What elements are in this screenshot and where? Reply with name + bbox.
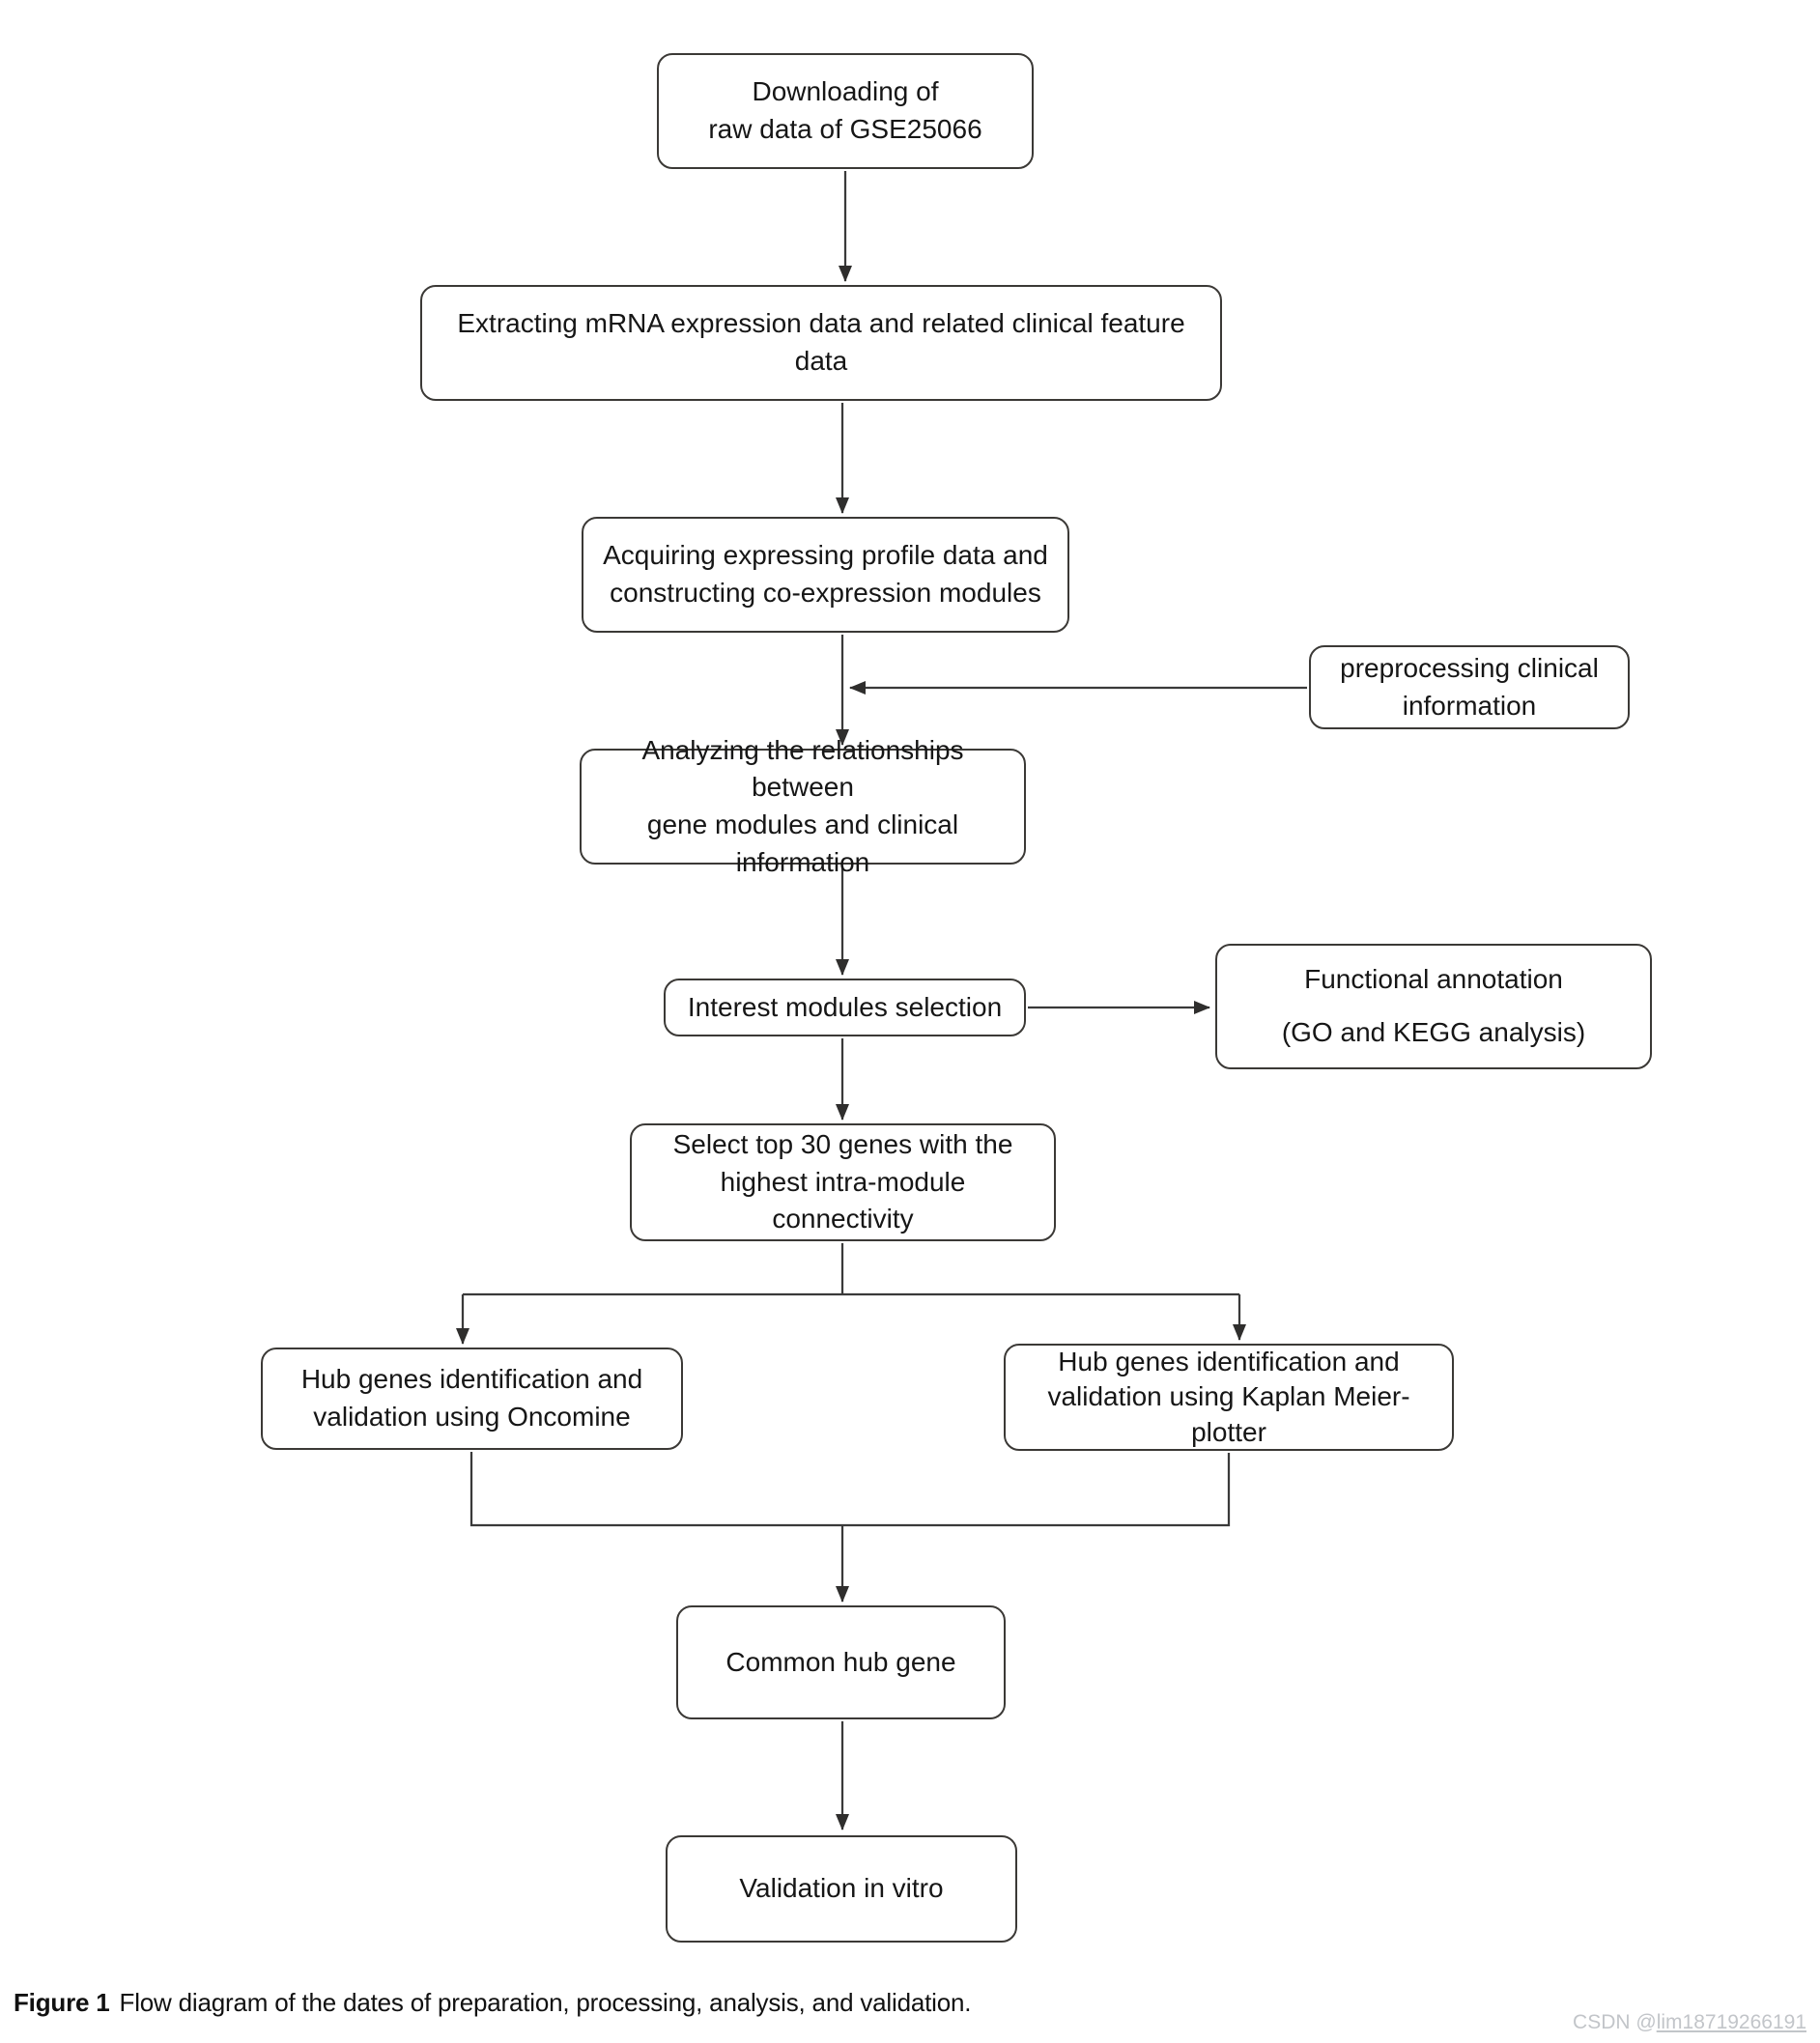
merge-line-hub-genes: [469, 1452, 1231, 1527]
node-label: Hub genes identification and validation …: [300, 1364, 643, 1432]
split-line-select30: [463, 1243, 1239, 1296]
node-analyzing-relationships: Analyzing the relationships between gene…: [580, 735, 1026, 877]
figure-caption: Figure 1 Flow diagram of the dates of pre…: [14, 1988, 971, 2018]
watermark-username: lim18719266191: [1656, 2011, 1806, 2033]
node-validation-in-vitro: Validation in vitro: [666, 1835, 1017, 1943]
node-label: Extracting mRNA expression data and rela…: [457, 308, 1185, 376]
node-acquiring-expression-profile: Acquiring expressing profile data and co…: [582, 517, 1069, 633]
node-label-line2: (GO and KEGG analysis): [1281, 1017, 1586, 1047]
node-extracting-mrna-data: Extracting mRNA expression data and rela…: [420, 285, 1222, 401]
node-interest-modules-selection: Interest modules selection: [664, 979, 1026, 1036]
csdn-watermark: CSDN @lim18719266191: [1573, 2011, 1806, 2034]
node-label: Common hub gene: [725, 1646, 956, 1677]
node-label: Acquiring expressing profile data and co…: [603, 540, 1048, 608]
figure-caption-label: Figure 1: [14, 1988, 110, 2017]
node-functional-annotation: Functional annotation (GO and KEGG analy…: [1215, 944, 1652, 1069]
node-hub-genes-oncomine: Hub genes identification and validation …: [261, 1348, 683, 1450]
node-label: Interest modules selection: [687, 991, 1003, 1022]
node-preprocessing-clinical-information: preprocessing clinical information: [1309, 645, 1630, 729]
figure-caption-text: Flow diagram of the dates of preparation…: [119, 1988, 972, 2017]
node-label: preprocessing clinical information: [1340, 652, 1599, 721]
node-label-line1: Functional annotation: [1304, 964, 1563, 995]
node-label: Analyzing the relationships between gene…: [641, 734, 964, 877]
node-select-top30-genes: Select top 30 genes with the highest int…: [630, 1123, 1056, 1241]
node-label: Validation in vitro: [739, 1873, 944, 1904]
watermark-prefix: CSDN @: [1573, 2011, 1657, 2033]
node-label: Downloading of raw data of GSE25066: [708, 76, 982, 144]
node-label: Select top 30 genes with the highest int…: [672, 1129, 1013, 1234]
node-common-hub-gene: Common hub gene: [676, 1605, 1006, 1719]
node-hub-genes-kaplan-meier: Hub genes identification and validation …: [1004, 1344, 1454, 1451]
node-downloading-raw-data: Downloading of raw data of GSE25066: [657, 53, 1034, 169]
node-label: Hub genes identification and validation …: [1047, 1346, 1410, 1447]
